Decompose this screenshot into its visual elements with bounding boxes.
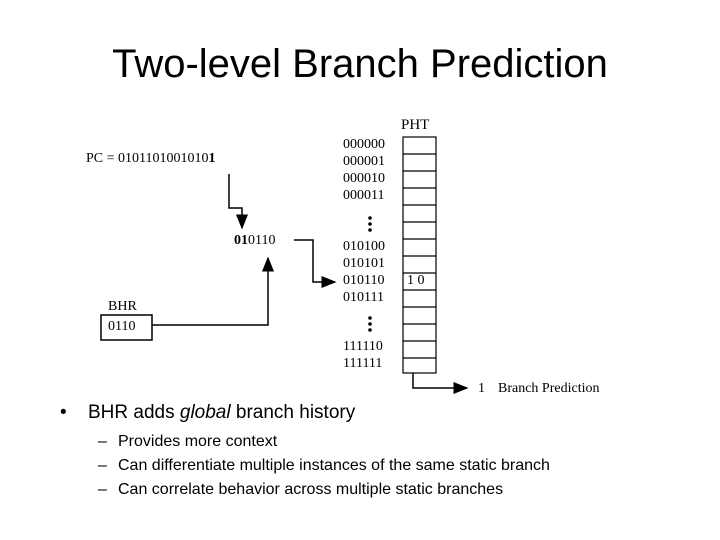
ellipsis-dot	[368, 228, 372, 232]
bhr-register	[100, 314, 153, 341]
index-rest-bits: 0110	[248, 233, 275, 248]
bhr-label: BHR	[108, 299, 137, 314]
concatenated-index: 010110	[234, 233, 275, 248]
sub-bullet-text: Can differentiate multiple instances of …	[118, 457, 550, 474]
ellipsis-dot	[368, 328, 372, 332]
ellipsis-dot	[368, 322, 372, 326]
bhr-to-index-arrow	[152, 256, 274, 326]
pht-index-8: 111110	[343, 339, 383, 354]
index-to-pht-arrow	[294, 239, 337, 288]
index-bold-bits: 01	[234, 233, 248, 248]
slide-title: Two-level Branch Prediction	[112, 42, 608, 86]
sub-bullet-item: –Can correlate behavior across multiple …	[98, 478, 700, 502]
pht-selected-entry: 1 0	[407, 273, 425, 288]
ellipsis-dot	[368, 222, 372, 226]
ellipsis-dot	[368, 316, 372, 320]
bullet-list: • BHR adds global branch history –Provid…	[60, 402, 700, 502]
pc-bold-bits: 1	[209, 151, 216, 166]
sub-bullet-item: –Provides more context	[98, 430, 700, 454]
sub-bullet-item: –Can differentiate multiple instances of…	[98, 454, 700, 478]
sub-bullet-text: Can correlate behavior across multiple s…	[118, 481, 504, 498]
bhr-value: 0110	[108, 319, 135, 334]
pht-index-9: 111111	[343, 356, 382, 371]
prediction-output-arrow	[412, 373, 469, 394]
pht-index-3: 000011	[343, 188, 384, 203]
pht-index-6: 010110	[343, 273, 384, 288]
bullet-item: • BHR adds global branch history	[60, 402, 700, 424]
pht-index-2: 000010	[343, 171, 385, 186]
pht-index-7: 010111	[343, 290, 384, 305]
pht-index-1: 000001	[343, 154, 385, 169]
bullet-text: BHR adds global branch history	[88, 402, 356, 423]
pht-label: PHT	[401, 117, 429, 133]
ellipsis-dot	[368, 216, 372, 220]
bullet-dot: •	[60, 402, 67, 423]
pc-value: PC = 01011010010101	[86, 151, 216, 166]
pht-index-0: 000000	[343, 137, 385, 152]
pht-index-4: 010100	[343, 239, 385, 254]
pc-prefix: PC = 0101101001010	[86, 151, 209, 166]
pht-table	[402, 136, 437, 374]
sub-bullet-list: –Provides more context –Can differentiat…	[98, 430, 700, 502]
sub-bullet-text: Provides more context	[118, 433, 278, 450]
prediction-output-value: 1	[478, 381, 485, 396]
prediction-output-label: Branch Prediction	[498, 381, 599, 396]
pht-index-5: 010101	[343, 256, 385, 271]
pc-to-index-arrow	[228, 174, 248, 230]
